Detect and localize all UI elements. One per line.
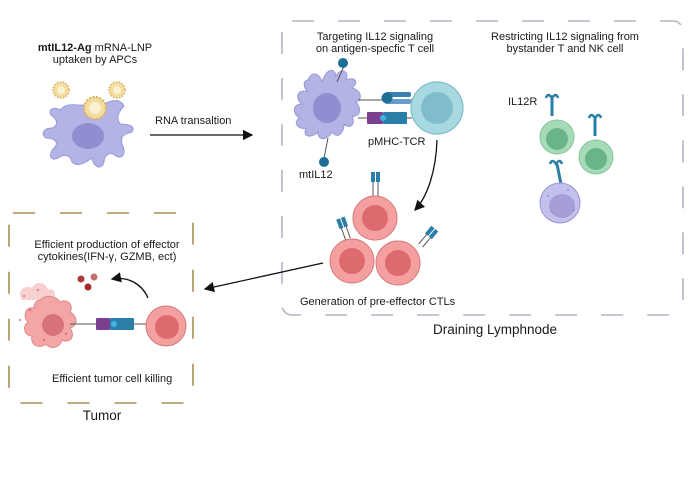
ctl-generation-label: Generation of pre-effector CTLs (300, 296, 456, 308)
pre-effector-ctl (352, 172, 398, 241)
tumor-pmhc-tcr-complex (96, 318, 134, 330)
pre-effector-ctl (375, 225, 439, 286)
lymphnode-apc-nucleus (313, 93, 341, 123)
rna-translation-label: RNA transaltion (155, 115, 232, 127)
lymphnode-region-border (281, 20, 684, 316)
pmhc-tcr-label: pMHC-TCR (368, 136, 426, 148)
effector-ctl (145, 305, 187, 347)
lymphnode-apc-cell (293, 69, 361, 140)
tumor-cell (19, 282, 77, 348)
pmhc-tcr-complex (367, 112, 407, 124)
lnp-particle (108, 81, 126, 99)
lnp-particle (83, 96, 107, 120)
cytokine-release-arrow (110, 272, 149, 299)
draining-lymphnode-label: Draining Lymphnode (432, 322, 558, 337)
differentiation-arrow (414, 139, 438, 211)
apc-nucleus (72, 123, 104, 149)
il12-receptor (381, 92, 411, 104)
mtil12-molecule (319, 157, 329, 167)
antigen-specific-t-cell (410, 81, 464, 135)
lnp-particle (52, 81, 70, 99)
cytokine-particles (77, 273, 98, 291)
mtil12-molecule (338, 58, 348, 68)
lnp-uptake-title: mtIL12-Ag mRNA-LNP uptaken by APCs (37, 42, 153, 66)
apc-cell (42, 98, 134, 168)
bystander-t-cell (578, 113, 614, 175)
il12r-label: IL12R (508, 96, 538, 108)
nk-cell (539, 159, 581, 224)
migration-arrow (203, 262, 324, 293)
pre-effector-ctl (329, 216, 375, 284)
bystander-t-cell (539, 93, 575, 155)
tumor-label: Tumor (82, 408, 122, 423)
mtil12-label: mtIL12 (299, 169, 333, 181)
tumor-killing-label: Efficient tumor cell killing (52, 373, 173, 385)
